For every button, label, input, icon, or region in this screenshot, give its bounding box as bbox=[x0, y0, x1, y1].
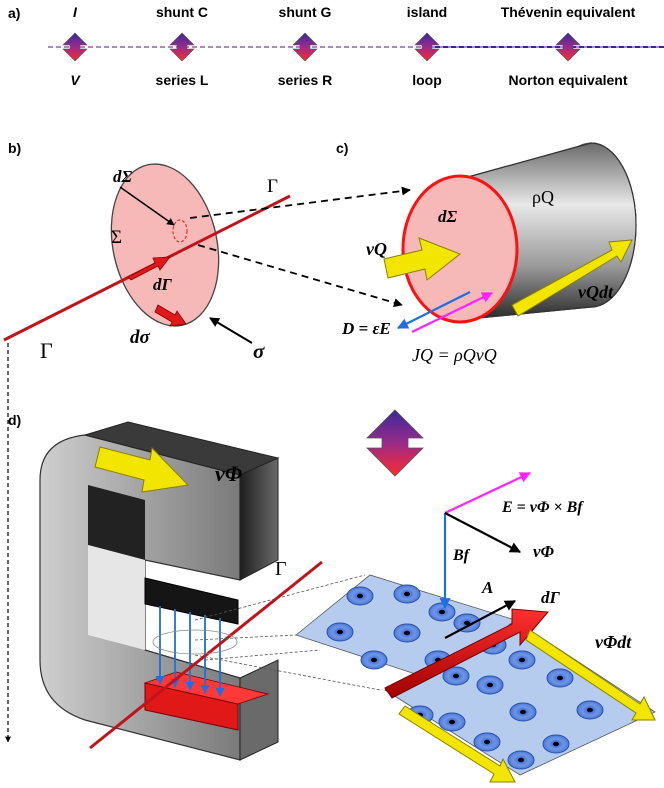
pair-4-bottom: loop bbox=[412, 72, 442, 88]
flux-quantum-dot bbox=[507, 750, 535, 770]
panel-a: a) I V shunt C series L shunt G series R… bbox=[8, 4, 664, 88]
gamma-label-top: Γ bbox=[267, 176, 278, 197]
area-outline bbox=[152, 629, 238, 655]
flux-quantum-dot bbox=[453, 613, 481, 633]
d-sigma-c-label: dΣ bbox=[438, 207, 458, 226]
v-q-dt-arrow bbox=[511, 239, 633, 317]
panel-b-label: b) bbox=[8, 140, 21, 156]
a-vector-arrow bbox=[444, 600, 516, 639]
flux-quantum-dot bbox=[326, 622, 354, 642]
d-gamma-arrow bbox=[127, 256, 171, 281]
d-sigma-arrow bbox=[154, 304, 187, 327]
panel-d: d) vΦ Γ bbox=[8, 412, 656, 783]
e-field-arrow bbox=[444, 472, 531, 514]
gamma-d-label: Γ bbox=[275, 558, 287, 580]
pair-5-bottom: Norton equivalent bbox=[508, 72, 627, 88]
pair-1-bottom: V bbox=[70, 72, 81, 88]
flux-quantum-dot bbox=[473, 732, 501, 752]
v-q-arrow bbox=[383, 237, 461, 281]
flux-quantum-dot bbox=[360, 650, 388, 670]
panel-c-label: c) bbox=[336, 140, 348, 156]
zoom-line bbox=[194, 634, 297, 641]
magnet-inner-face bbox=[88, 545, 145, 650]
panel-a-label: a) bbox=[8, 5, 20, 21]
v-phi-vector-arrow bbox=[444, 512, 521, 553]
d-field-arrow bbox=[397, 291, 471, 329]
j-current-arrow bbox=[411, 292, 493, 333]
pair-3-bottom: series R bbox=[278, 72, 332, 88]
v-phi-label: vΦ bbox=[215, 461, 242, 486]
d-gamma-d-label: dΓ bbox=[541, 588, 561, 607]
d-gamma-bar bbox=[384, 608, 550, 699]
magnet-top-side bbox=[239, 457, 279, 581]
v-phi-dt-bar-bottom bbox=[398, 705, 516, 783]
flux-quantum-dot bbox=[438, 712, 466, 732]
flux-quantum-dot bbox=[508, 650, 536, 670]
j-eq-label: JQ = ρQvQ bbox=[412, 345, 497, 365]
v-phi-arrow bbox=[94, 446, 190, 493]
duality-arrow-icon bbox=[169, 32, 195, 62]
v-phi-dt-bar-top bbox=[525, 629, 656, 721]
sigma-pointer-arrow bbox=[209, 317, 253, 344]
d-sigma-lower-label: dσ bbox=[130, 327, 151, 348]
pair-3-top: shunt G bbox=[279, 4, 332, 20]
zoom-link-top bbox=[189, 186, 411, 219]
panel-b: b) dΣ Σ Γ dΓ dσ σ Γ bbox=[3, 140, 411, 743]
flux-quantum-dot bbox=[393, 623, 421, 643]
cylinder-front-face bbox=[401, 174, 519, 324]
flux-quantum-dot bbox=[346, 586, 374, 606]
panel-c: c) dΣ ρQ vQ vQdt D = εE JQ = ρQvQ bbox=[336, 140, 637, 365]
duality-arrow-large-icon bbox=[366, 409, 424, 477]
small-area-element bbox=[172, 219, 188, 243]
rho-q-label: ρQ bbox=[532, 187, 554, 207]
d-gamma-label: dΓ bbox=[153, 275, 173, 294]
pole-top bbox=[144, 577, 239, 625]
v-q-dt-label: vQdt bbox=[578, 282, 614, 302]
flux-quantum-dot bbox=[576, 700, 604, 720]
zoom-line bbox=[194, 654, 381, 691]
d-eq-label: D = εE bbox=[341, 319, 391, 338]
magnet-bottom-side bbox=[239, 659, 279, 761]
v-phi-dt-label: vΦdt bbox=[595, 632, 632, 652]
v-phi-right-label: vΦ bbox=[533, 542, 555, 561]
magnet-inner-shadow bbox=[88, 485, 145, 560]
sigma-upper-label: Σ bbox=[111, 227, 122, 248]
pair-1-top: I bbox=[73, 4, 78, 20]
pair-2-top: shunt C bbox=[156, 4, 208, 20]
wire-gamma-d bbox=[89, 560, 323, 750]
zoom-line bbox=[204, 649, 321, 661]
pair-2-bottom: series L bbox=[156, 72, 209, 88]
d-sigma-upper-label: dΣ bbox=[113, 167, 133, 186]
sigma-lower-label: σ bbox=[253, 339, 265, 363]
pointer-arrow bbox=[119, 186, 175, 226]
flux-quantum-dot bbox=[428, 602, 456, 622]
flux-quantum-dot bbox=[393, 584, 421, 604]
e-eq-label: E = vΦ × Bf bbox=[501, 499, 584, 516]
flux-quantum-dot bbox=[509, 702, 537, 722]
flux-quantum-dot bbox=[546, 668, 574, 688]
gamma-label-left: Γ bbox=[40, 338, 53, 363]
pair-4-top: island bbox=[407, 4, 447, 20]
v-q-label: vQ bbox=[366, 239, 387, 259]
a-vector-label: A bbox=[481, 578, 493, 597]
duality-arrow-large bbox=[366, 409, 424, 477]
zoom-line bbox=[194, 574, 366, 621]
flux-quantum-dot bbox=[476, 675, 504, 695]
panel-d-label: d) bbox=[8, 412, 21, 428]
b-f-label: Bf bbox=[452, 547, 471, 564]
flux-quantum-dot bbox=[542, 734, 570, 754]
pair-5-top: Thévenin equivalent bbox=[501, 4, 636, 20]
